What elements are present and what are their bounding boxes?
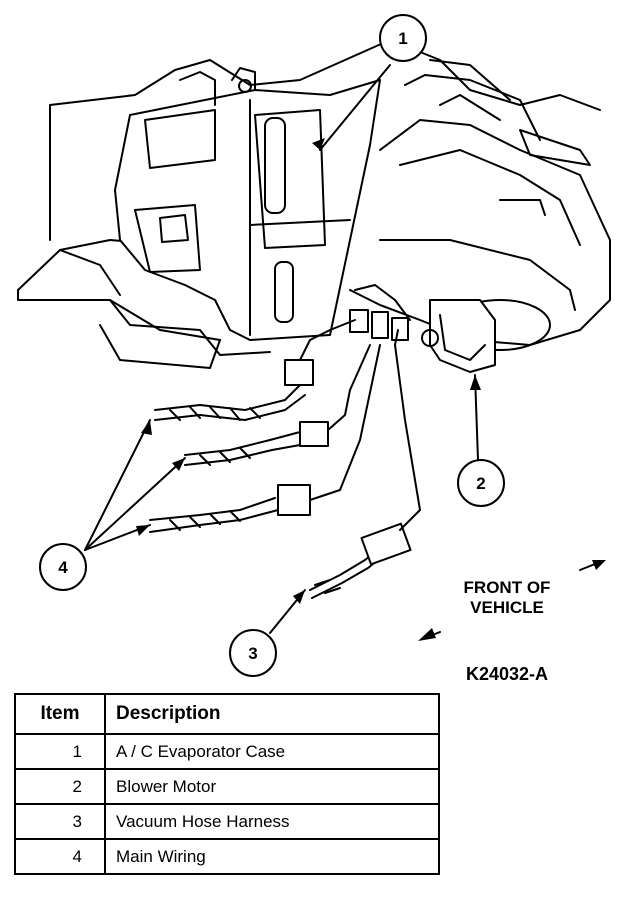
callout-circle-2 [457,459,505,507]
front-label-line-2: VEHICLE [470,598,544,617]
legend-item-description: A / C Evaporator Case [104,733,440,770]
legend-header-description: Description [104,693,440,735]
figure-code: K24032-A [466,664,549,684]
callout-circle-1 [379,14,427,62]
legend-item-number: 3 [14,803,106,840]
table-row: 4 Main Wiring [14,838,440,875]
callout-1-label: 1 [398,29,407,48]
main-wiring-harness [149,319,381,533]
legend-header-row: Item Description [14,693,440,735]
legend-item-description: Main Wiring [104,838,440,875]
blower-motor [421,299,551,373]
legend-header-item: Item [14,693,106,735]
callout-2-label: 2 [476,474,485,493]
legend-item-number: 1 [14,733,106,770]
callout-circle-4 [39,543,87,591]
callout-3-label: 3 [248,644,257,663]
callout-4-label: 4 [58,558,68,577]
table-row: 3 Vacuum Hose Harness [14,803,440,840]
legend-item-number: 4 [14,838,106,875]
legend-item-number: 2 [14,768,106,805]
table-row: 1 A / C Evaporator Case [14,733,440,770]
legend-item-description: Vacuum Hose Harness [104,803,440,840]
evaporator-blower-illustration: 1 2 3 4 [17,14,611,677]
vacuum-hose-harness [309,329,421,599]
evaporator-case [114,67,381,341]
blower-housing [349,59,611,346]
callout-circle-3 [229,629,277,677]
legend-table: Item Description 1 A / C Evaporator Case… [14,693,440,875]
connector-cluster [349,284,411,341]
dash-panel [17,39,601,369]
front-of-vehicle-label: FRONT OF VEHICLE [432,578,582,618]
legend-item-description: Blower Motor [104,768,440,805]
table-row: 2 Blower Motor [14,768,440,805]
front-label-line-1: FRONT OF [463,578,551,597]
